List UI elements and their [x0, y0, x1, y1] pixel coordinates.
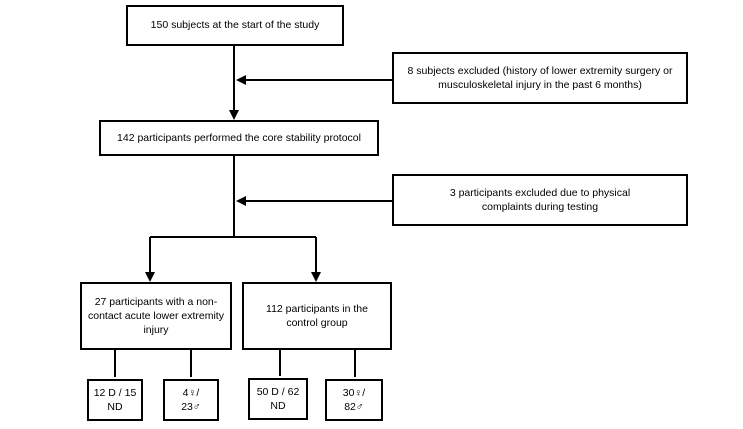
injury-group-box-text: 27 participants with a non-contact acute… [88, 295, 224, 337]
control-sex-box: 30♀/ 82♂ [325, 379, 383, 421]
control-dominance-box: 50 D / 62 ND [248, 378, 308, 420]
injury-sex-box: 4♀/ 23♂ [163, 379, 219, 421]
injury-group-box: 27 participants with a non-contact acute… [80, 282, 232, 350]
control-sex-box-text: 30♀/ 82♂ [342, 386, 366, 413]
exclusion-box-2-text: 3 participants excluded due to physical … [449, 186, 631, 213]
start-box: 150 subjects at the start of the study [126, 5, 344, 46]
control-group-box: 112 participants in the control group [242, 282, 392, 350]
exclusion-box-1: 8 subjects excluded (history of lower ex… [392, 52, 688, 104]
start-box-text: 150 subjects at the start of the study [150, 19, 320, 32]
exclusion-box-2: 3 participants excluded due to physical … [392, 174, 688, 226]
injury-sex-box-text: 4♀/ 23♂ [181, 386, 201, 413]
protocol-box-text: 142 participants performed the core stab… [117, 131, 361, 144]
control-group-box-text: 112 participants in the control group [266, 302, 368, 329]
control-dominance-box-text: 50 D / 62 ND [256, 385, 300, 412]
injury-dominance-box-text: 12 D / 15 ND [93, 386, 137, 413]
protocol-box: 142 participants performed the core stab… [99, 120, 379, 156]
injury-dominance-box: 12 D / 15 ND [87, 379, 143, 421]
exclusion-box-1-text: 8 subjects excluded (history of lower ex… [407, 64, 673, 91]
